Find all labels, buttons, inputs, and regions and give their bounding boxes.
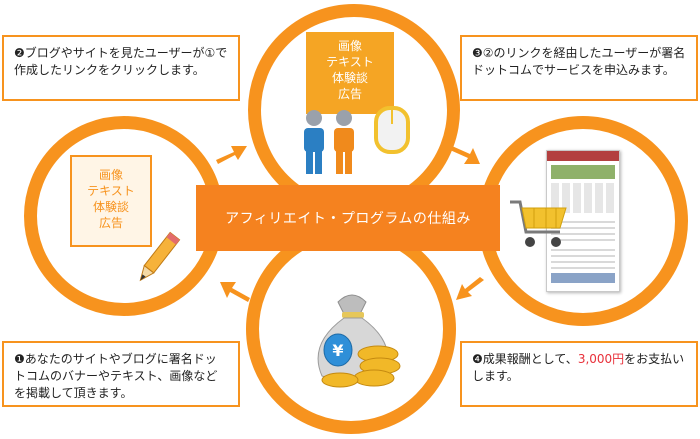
diagram-title: アフィリエイト・プログラムの仕組み <box>225 211 471 227</box>
top-ad-line-1: 画像 <box>337 39 362 53</box>
step-4-note: ❹成果報酬として、3,000円をお支払いします。 <box>460 341 698 407</box>
step-2-marker: ❷ <box>14 46 25 60</box>
pencil-icon <box>139 231 181 282</box>
left-ad-card: 画像 テキスト 体験談 広告 <box>70 155 152 247</box>
top-ad-line-3: 体験談 <box>331 71 368 85</box>
money-bag-icon: ¥ <box>317 294 401 388</box>
step-4-amount: 3,000円 <box>577 352 625 366</box>
users-icon <box>304 110 354 174</box>
step-4-text-before: 成果報酬として、 <box>482 352 578 366</box>
top-ad-card: 画像 テキスト 体験談 広告 <box>306 32 394 114</box>
step-2-text: ブログやサイトを見たユーザーが①で作成したリンクをクリックします。 <box>14 46 228 77</box>
top-ad-line-2: テキスト <box>326 55 374 69</box>
diagram-title-banner: アフィリエイト・プログラムの仕組み <box>196 185 500 251</box>
step-4-marker: ❹ <box>472 352 483 366</box>
left-ad-line-3: 体験談 <box>92 200 129 214</box>
left-ad-line-1: 画像 <box>98 168 123 182</box>
step-1-text: あなたのサイトやブログに署名ドットコムのバナーやテキスト、画像などを掲載して頂き… <box>14 352 218 400</box>
arrow-left-to-top <box>216 146 247 164</box>
step-2-note: ❷ブログやサイトを見たユーザーが①で作成したリンクをクリックします。 <box>2 35 240 101</box>
arrow-top-to-right <box>450 146 480 164</box>
step-3-text: ②のリンクを経由したユーザーが署名ドットコムでサービスを申込みます。 <box>472 46 686 77</box>
arrow-bottom-to-left <box>220 282 250 302</box>
step-3-marker: ❸ <box>472 46 483 60</box>
shopping-cart-icon <box>510 200 567 247</box>
mouse-icon <box>374 106 410 154</box>
step-1-note: ❶あなたのサイトやブログに署名ドットコムのバナーやテキスト、画像などを掲載して頂… <box>2 341 240 407</box>
coin-symbol: ¥ <box>332 341 343 360</box>
arrow-right-to-bottom <box>456 277 484 300</box>
top-ad-line-4: 広告 <box>337 87 362 101</box>
step-3-note: ❸②のリンクを経由したユーザーが署名ドットコムでサービスを申込みます。 <box>460 35 698 101</box>
left-ad-line-4: 広告 <box>98 216 123 230</box>
step-4-text-after: をお支払いします。 <box>472 352 685 383</box>
left-ad-line-2: テキスト <box>87 184 135 198</box>
step-1-marker: ❶ <box>14 352 25 366</box>
